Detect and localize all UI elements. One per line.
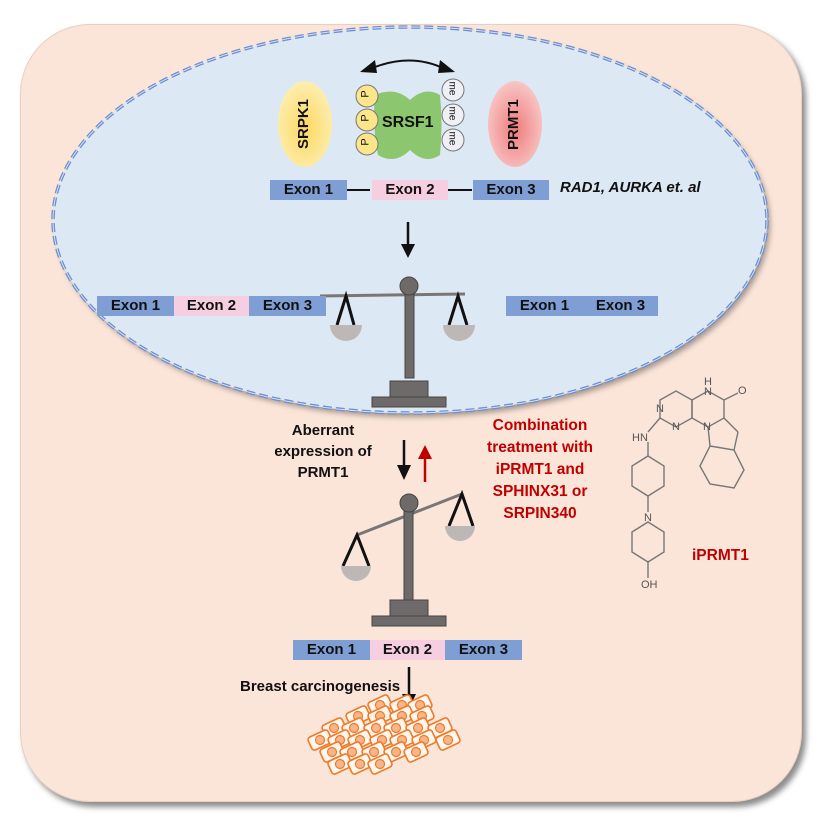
phospho-label: P	[359, 90, 372, 98]
tumor-cell	[403, 741, 429, 763]
srsf1-label: SRSF1	[382, 114, 434, 131]
tumor-cell	[435, 729, 461, 751]
tumor-cell	[307, 729, 333, 751]
exon-1: Exon 1	[293, 640, 370, 660]
atom-label: H	[704, 376, 712, 388]
atom-label: OH	[641, 579, 658, 591]
methyl-label: me	[446, 106, 458, 121]
tumor-cell	[319, 741, 345, 763]
exon-3: Exon 3	[473, 180, 549, 200]
exon-2: Exon 2	[370, 640, 445, 660]
exon-3: Exon 3	[249, 296, 326, 316]
aberrant-line: PRMT1	[297, 464, 349, 481]
iprmt1-structure	[631, 390, 745, 578]
treatment-line: SRPIN340	[503, 505, 577, 522]
tumor-cell	[327, 753, 353, 775]
atom-label: N	[656, 403, 664, 415]
aberrant-line: Aberrant	[291, 422, 355, 439]
prmt1-label: PRMT1	[505, 99, 522, 150]
treatment-line: SPHINX31 or	[492, 483, 588, 500]
atom-label: N	[704, 386, 712, 398]
exon-3: Exon 3	[583, 296, 658, 316]
phosphorylation-marks	[355, 84, 379, 156]
exon-3: Exon 3	[445, 640, 522, 660]
compound-name-label: iPRMT1	[692, 547, 749, 564]
treatment-label: Combination treatment with iPRMT1 and SP…	[462, 415, 618, 525]
phospho-label: P	[359, 138, 372, 146]
phospho-label: P	[359, 114, 372, 122]
atom-label: N	[644, 512, 652, 524]
methyl-label: me	[446, 81, 458, 96]
atom-label: O	[738, 385, 747, 397]
exon-1: Exon 1	[270, 180, 347, 200]
tumor-cell	[367, 753, 393, 775]
atom-label: N	[703, 421, 711, 433]
balance-scale-balanced	[319, 276, 475, 408]
atom-label: HN	[632, 432, 648, 444]
exchange-arrow-icon	[360, 59, 455, 73]
treatment-line: Combination	[492, 417, 588, 434]
target-genes-label: RAD1, AURKA et. al	[560, 179, 701, 196]
tumor-cell-cluster	[307, 694, 461, 775]
exon-2: Exon 2	[174, 296, 249, 316]
outcome-label: Breast carcinogenesis	[240, 678, 401, 695]
down-arrow-icon	[401, 222, 415, 258]
tumor-cell	[347, 753, 373, 775]
methyl-label: me	[446, 131, 458, 146]
balance-scale-tilted	[341, 489, 475, 627]
srpk1-label: SRPK1	[295, 98, 312, 149]
aberrant-expression-label: Aberrant expression of PRMT1	[260, 420, 386, 483]
nucleus	[51, 25, 769, 415]
exon-1: Exon 1	[97, 296, 174, 316]
exon-1: Exon 1	[506, 296, 583, 316]
down-arrow-icon	[397, 440, 411, 480]
treatment-line: iPRMT1 and	[495, 461, 585, 478]
treatment-line: treatment with	[487, 439, 593, 456]
srpk1-protein	[278, 81, 332, 167]
methylation-marks	[441, 78, 465, 152]
up-arrow-red-icon	[418, 445, 432, 482]
exon-2: Exon 2	[372, 180, 448, 200]
atom-label: N	[672, 421, 680, 433]
prmt1-protein	[488, 81, 542, 167]
srsf1-protein	[374, 91, 442, 159]
aberrant-line: expression of	[274, 443, 372, 460]
tumor-cell	[383, 741, 409, 763]
